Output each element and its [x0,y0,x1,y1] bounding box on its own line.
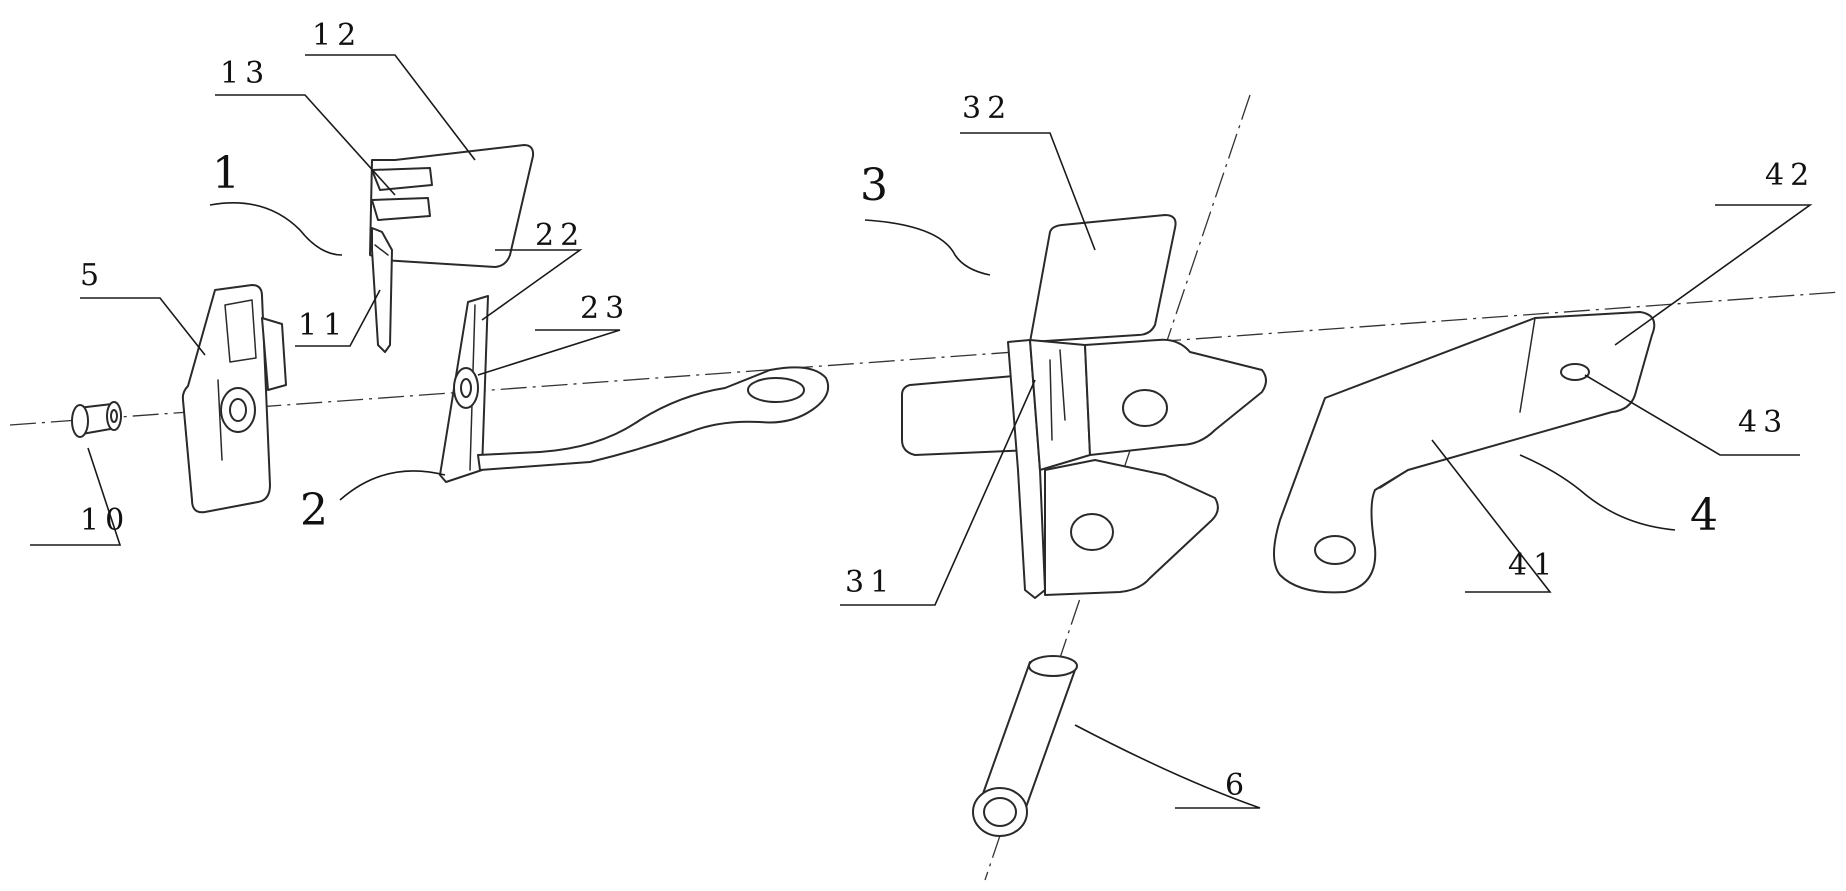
part-3-main-bracket [902,215,1266,598]
leader-23 [478,330,620,375]
part-6-pin [973,656,1077,836]
part-10-rivet [72,402,121,437]
leader-12 [305,55,475,160]
label-22: 22 [535,218,585,253]
part-1-bracket [370,145,533,352]
label-23: 23 [580,291,630,326]
part-2-link [440,296,828,482]
leader-1 [210,203,342,255]
center-lines [10,95,1840,880]
label-5: 5 [80,258,105,293]
label-11: 11 [298,308,348,343]
leader-2 [340,471,445,500]
part-5-plate [183,285,286,512]
leader-5 [80,298,205,355]
leader-3 [865,220,990,275]
label-12: 12 [312,18,362,53]
leader-42 [1615,205,1810,345]
label-1: 1 [212,148,246,199]
label-6: 6 [1225,768,1250,803]
part-4-lever [1274,312,1654,592]
label-41: 41 [1508,548,1558,583]
label-10: 10 [80,503,130,538]
label-42: 42 [1765,158,1815,193]
label-31: 31 [845,565,895,600]
label-3: 3 [860,160,894,211]
label-32: 32 [962,91,1012,126]
leader-4 [1520,455,1675,530]
label-4: 4 [1690,490,1724,541]
label-2: 2 [300,485,334,536]
label-13: 13 [220,56,270,91]
label-43: 43 [1738,405,1788,440]
